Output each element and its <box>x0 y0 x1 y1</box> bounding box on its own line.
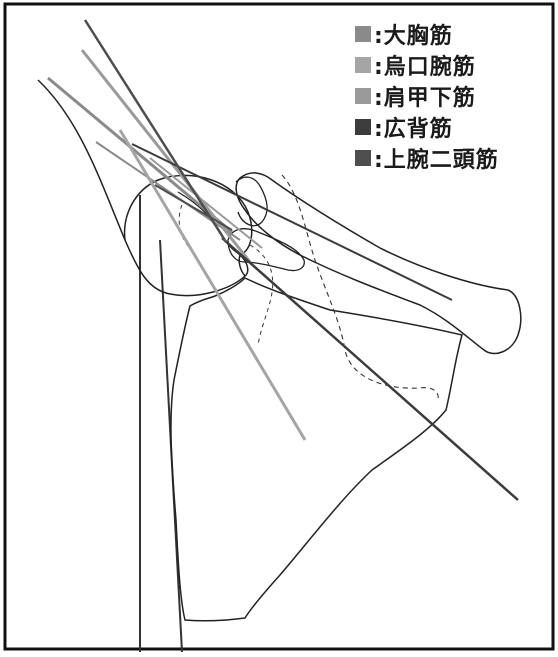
legend-item-coracobrachialis: :烏口腕筋 <box>355 49 545 80</box>
humerus-outline <box>38 80 245 296</box>
legend-label: :肩甲下筋 <box>374 80 476 112</box>
legend-swatch <box>355 150 371 166</box>
legend-item-biceps: :上腕二頭筋 <box>355 142 545 173</box>
legend-label: :上腕二頭筋 <box>374 142 499 174</box>
legend-label: :広背筋 <box>374 111 453 143</box>
legend-swatch <box>355 119 371 135</box>
legend-item-pectoralis-major: :大胸筋 <box>355 18 545 49</box>
scapular-spine-dashed-line <box>250 245 273 345</box>
legend-swatch <box>355 57 371 73</box>
legend-swatch <box>355 88 371 104</box>
muscle-line-latissimus-dorsi <box>222 238 518 500</box>
scapula-outline <box>171 278 462 621</box>
fossa-dashed-line <box>282 175 438 400</box>
muscle-line-subscapularis-2 <box>150 158 262 248</box>
legend-label: :烏口腕筋 <box>374 49 476 81</box>
muscle-line-subscapularis <box>82 50 250 262</box>
legend: :大胸筋 :烏口腕筋 :肩甲下筋 :広背筋 :上腕二頭筋 <box>355 18 545 173</box>
legend-item-latissimus-dorsi: :広背筋 <box>355 111 545 142</box>
humerus-head-outline <box>125 175 252 276</box>
legend-swatch <box>355 26 371 42</box>
muscle-line-biceps <box>85 20 226 242</box>
glenoid-dashed-line <box>179 205 190 248</box>
muscle-line-coracobrachialis <box>120 130 305 440</box>
legend-label: :大胸筋 <box>374 18 453 50</box>
legend-item-subscapularis: :肩甲下筋 <box>355 80 545 111</box>
